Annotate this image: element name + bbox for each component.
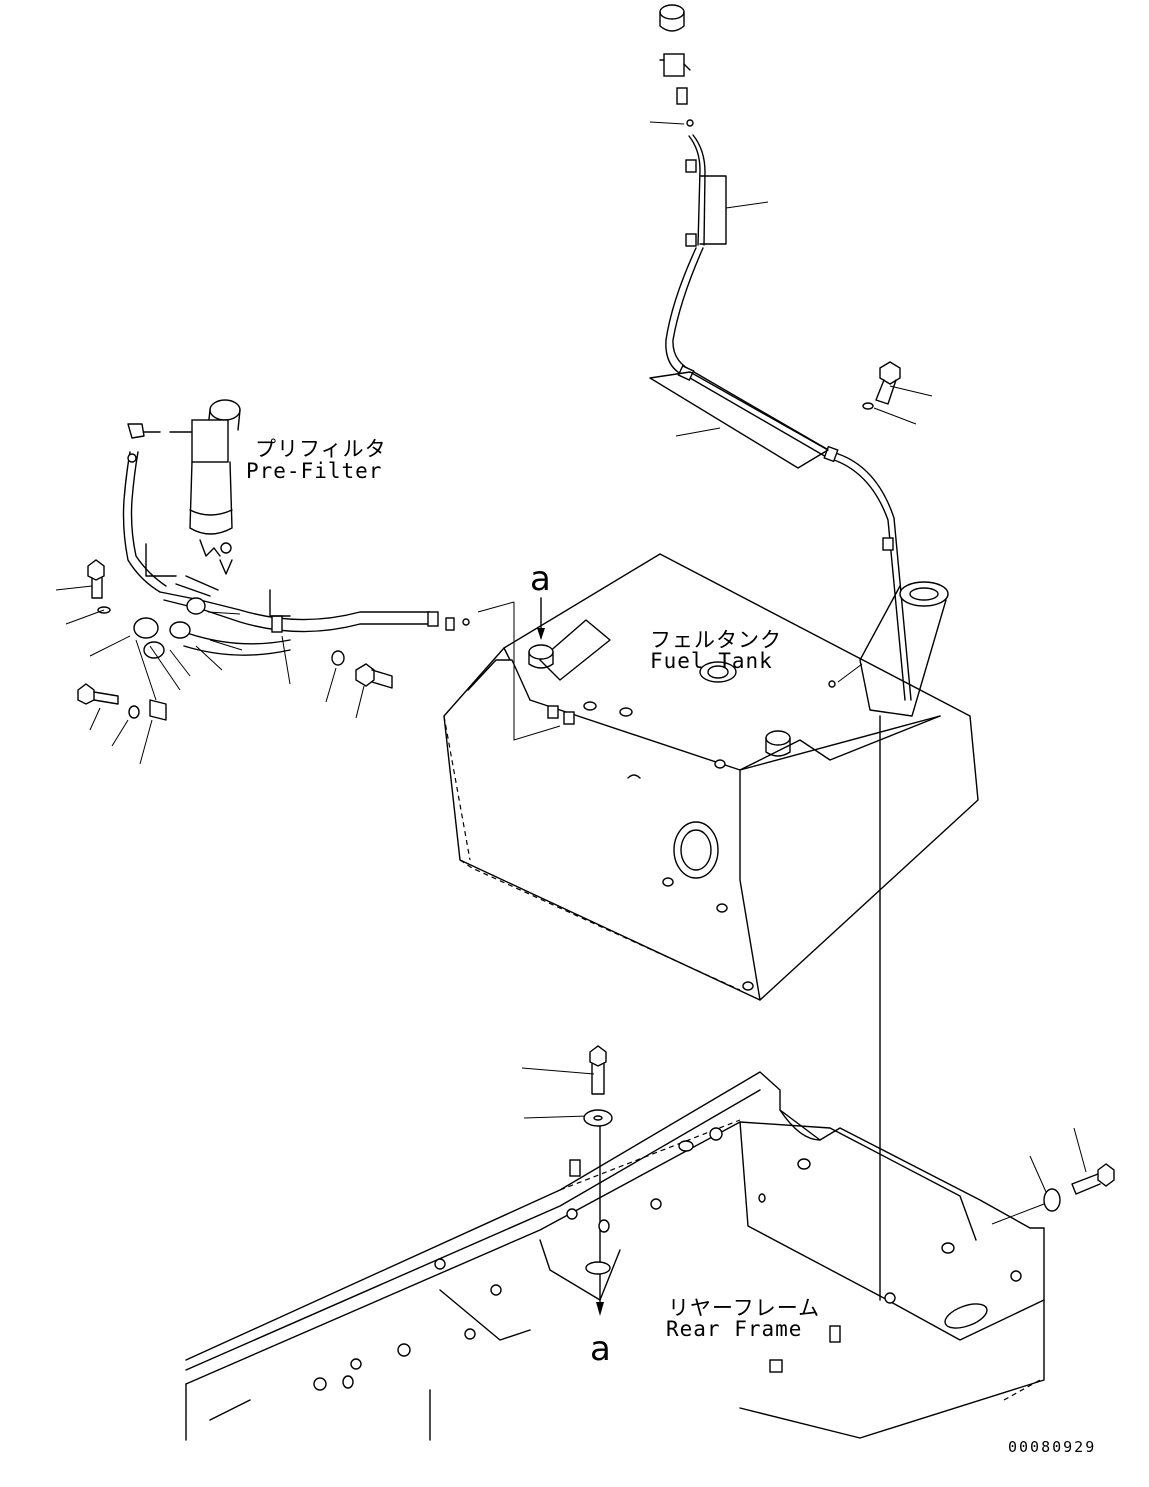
ref-arrows [537,597,604,1316]
fueltank-label-en: Fuel Tank [650,649,773,673]
rear-frame [185,1071,1045,1441]
figure-number: 00080929 [1008,1438,1097,1456]
ref-letter-a-top: a [530,559,551,599]
left-hardware [77,559,393,721]
bolt-upper-right [862,361,901,410]
fueltank-label-jp: フェルタンク [650,628,782,652]
fuel-hoses [133,543,470,659]
fuel-tank [443,553,979,1001]
prefilter-label-jp: プリフィルタ [255,437,387,461]
fuel-level-sender [659,4,727,247]
breather-hose [649,247,912,701]
leader-lines [55,121,1087,1193]
ref-letter-a-bottom: a [590,1329,611,1369]
frame-bolts [583,1045,1115,1225]
rearframe-label-en: Rear Frame [666,1317,803,1341]
pre-filter [122,399,241,593]
rearframe-label-jp: リヤーフレーム [668,1296,821,1320]
prefilter-label-en: Pre-Filter [246,459,383,483]
